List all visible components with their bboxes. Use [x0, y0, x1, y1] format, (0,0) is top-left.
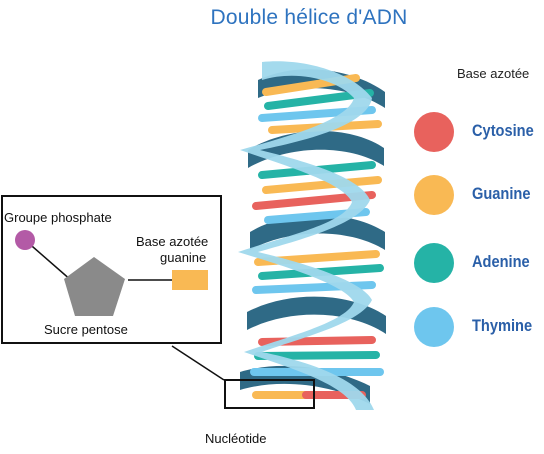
legend-label-thymine: Thymine — [472, 316, 533, 335]
guanine-swatch — [414, 175, 454, 215]
nucleotide-highlight-box — [224, 379, 315, 409]
pentose-sugar-icon — [64, 257, 125, 316]
guanine-base-icon — [172, 270, 208, 290]
phosphate-label: Groupe phosphate — [4, 210, 112, 225]
helix-front-strand — [238, 61, 374, 410]
legend-label-cytosine: Cytosine — [472, 121, 534, 140]
base-label-line1: Base azotée — [136, 234, 209, 249]
legend-item-adenine: Adenine — [414, 243, 544, 283]
phosphate-icon — [15, 230, 35, 250]
thymine-swatch — [414, 307, 454, 347]
adenine-swatch — [414, 243, 454, 283]
legend-item-cytosine: Cytosine — [414, 112, 544, 152]
legend-item-guanine: Guanine — [414, 175, 544, 215]
legend-heading: Base azotée — [457, 66, 530, 81]
diagram-title: Double hélice d'ADN — [210, 6, 408, 29]
legend-item-thymine: Thymine — [414, 307, 544, 347]
nucleotide-label: Nucléotide — [205, 431, 267, 446]
legend-label-adenine: Adenine — [472, 252, 530, 271]
cytosine-swatch — [414, 112, 454, 152]
callout-line — [171, 345, 225, 381]
base-label-line2: guanine — [160, 250, 207, 265]
legend-label-guanine: Guanine — [472, 184, 531, 203]
sugar-label: Sucre pentose — [44, 322, 128, 337]
